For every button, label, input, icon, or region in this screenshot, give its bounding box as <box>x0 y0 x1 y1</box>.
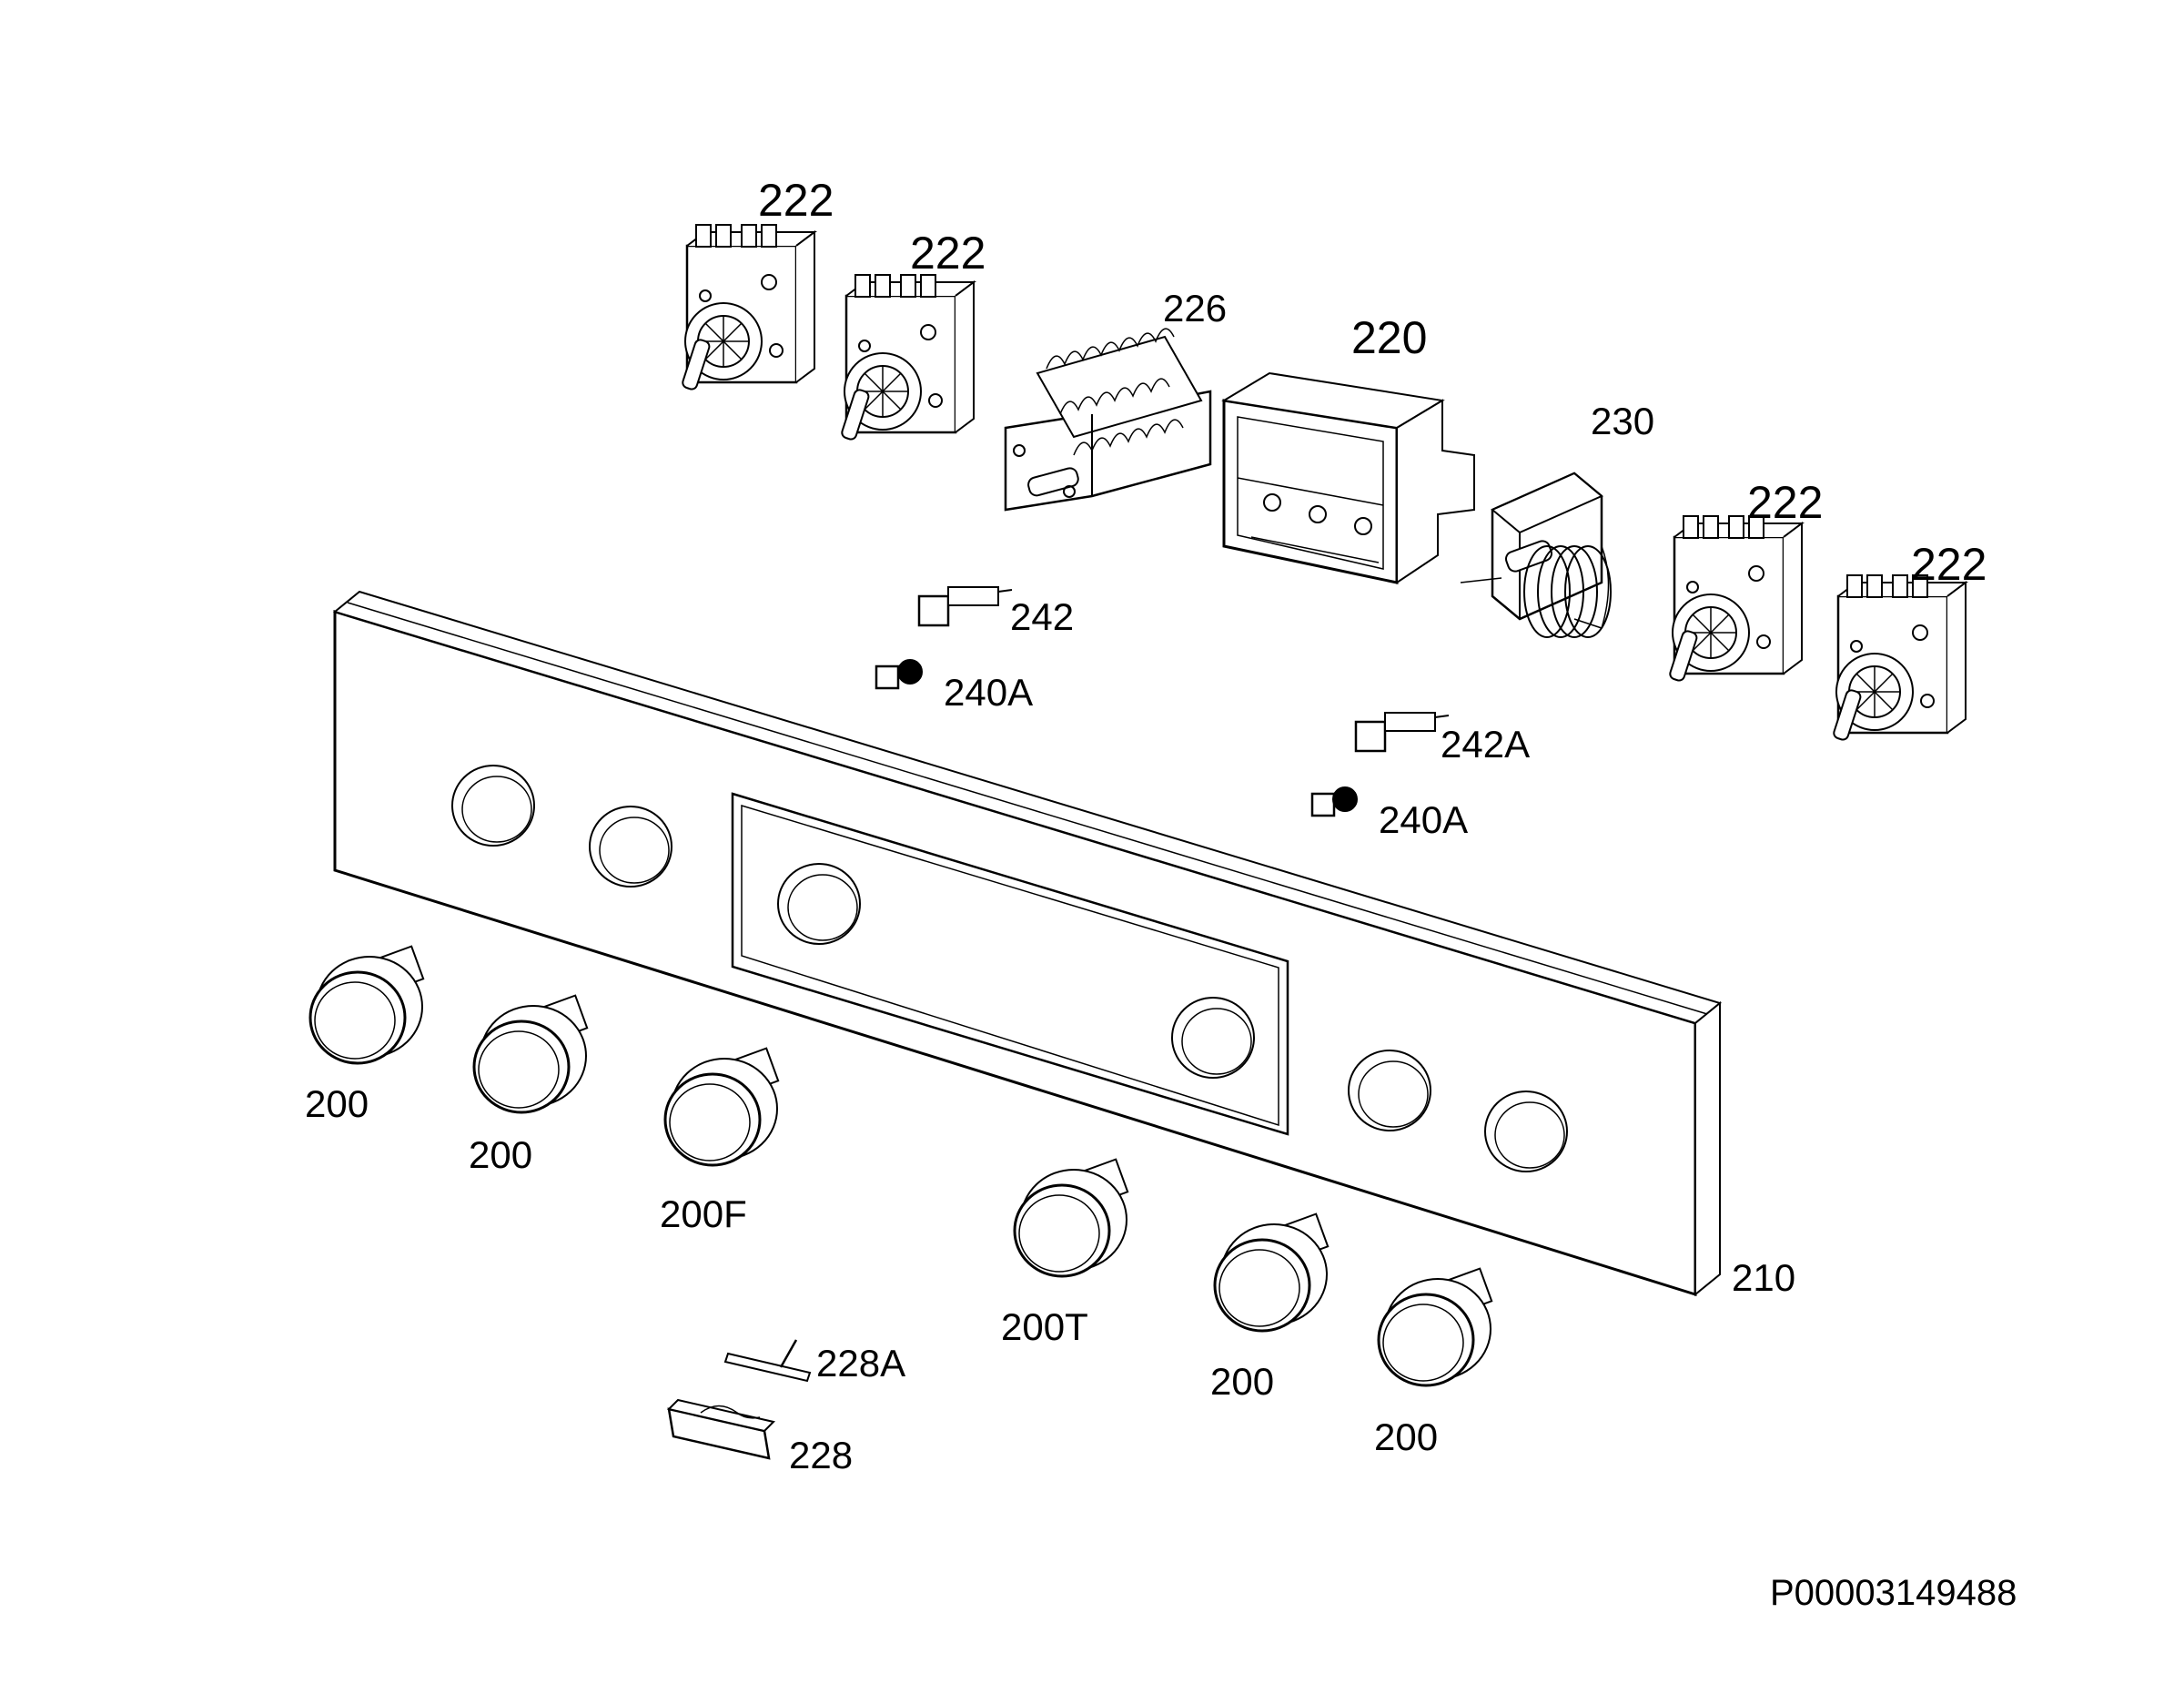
label-242: 242 <box>1010 595 1075 638</box>
label-200f: 200F <box>660 1192 747 1235</box>
knob-200-d <box>1379 1269 1491 1385</box>
knob-200-b <box>474 996 587 1112</box>
label-222: 222 <box>910 228 986 279</box>
energy-regulator-222-b <box>841 275 974 441</box>
label-222: 222 <box>758 175 834 226</box>
label-222: 222 <box>1747 477 1824 528</box>
knob-200t <box>1015 1160 1127 1276</box>
panel-hole <box>1172 998 1254 1078</box>
lamp-holder-240a-b <box>1312 787 1357 816</box>
label-222: 222 <box>1911 539 1987 590</box>
label-226: 226 <box>1163 287 1228 330</box>
energy-regulator-222-a <box>682 225 814 391</box>
label-230: 230 <box>1591 400 1655 442</box>
knob-200f <box>665 1049 778 1165</box>
panel-hole <box>1485 1091 1567 1172</box>
clip-228 <box>669 1400 774 1458</box>
lamp-holder-240a-a <box>876 660 922 688</box>
label-200: 200 <box>1210 1360 1275 1403</box>
label-200t: 200T <box>1001 1305 1088 1348</box>
knob-200-a <box>310 947 423 1063</box>
timer-display-220 <box>1224 373 1474 583</box>
panel-hole <box>778 864 860 944</box>
panel-hole <box>590 806 672 887</box>
control-panel-210 <box>335 592 1720 1294</box>
label-228a: 228A <box>816 1342 906 1385</box>
panel-hole <box>1349 1050 1431 1131</box>
label-242a: 242A <box>1441 723 1531 766</box>
label-240a: 240A <box>944 671 1034 714</box>
thermostat-230 <box>1461 473 1611 637</box>
label-220: 220 <box>1351 312 1428 363</box>
shaft-228a <box>725 1340 810 1381</box>
label-240a: 240A <box>1379 798 1469 841</box>
label-200: 200 <box>1374 1415 1439 1458</box>
label-200: 200 <box>469 1133 533 1176</box>
energy-regulator-222-c <box>1669 516 1802 682</box>
label-200: 200 <box>305 1082 369 1125</box>
label-228: 228 <box>789 1434 854 1476</box>
panel-hole <box>452 766 534 846</box>
indicator-lamp-242a <box>1356 713 1449 751</box>
label-210: 210 <box>1732 1256 1796 1299</box>
knob-200-c <box>1215 1214 1328 1331</box>
energy-regulator-222-d <box>1833 575 1966 741</box>
selector-switch-226 <box>1006 329 1210 510</box>
document-id: P00003149488 <box>1770 1573 2017 1613</box>
indicator-lamp-242 <box>919 587 1012 625</box>
